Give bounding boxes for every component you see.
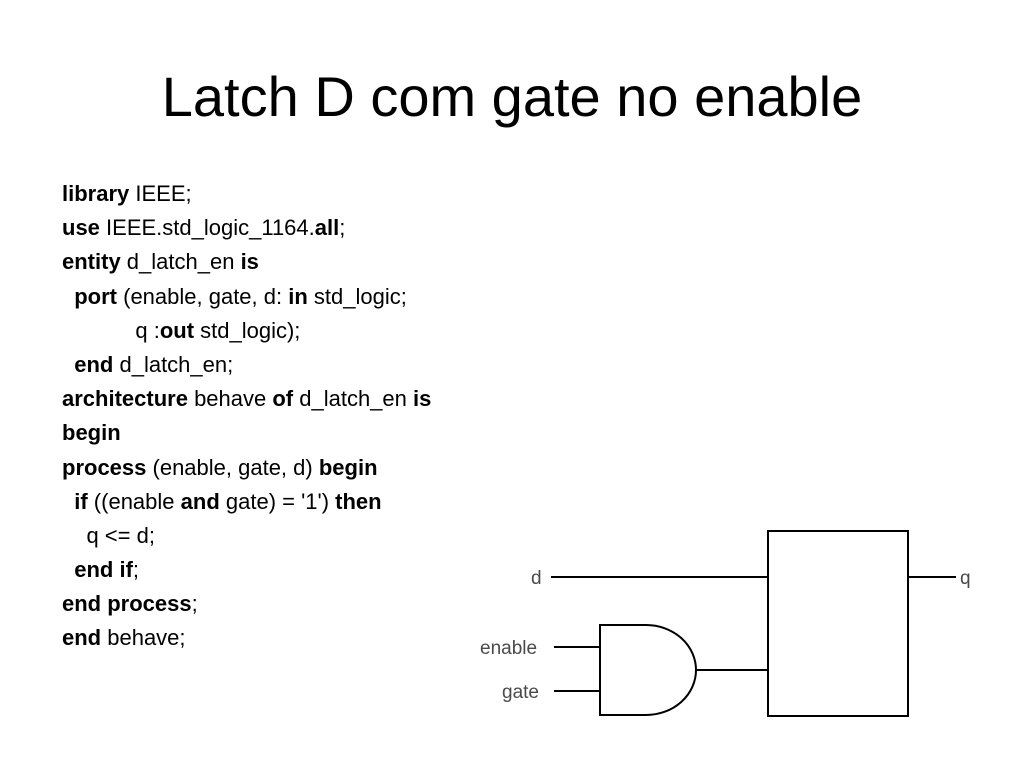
code-text: q <= d; bbox=[62, 522, 155, 548]
code-line: end process; bbox=[62, 587, 431, 621]
code-line: port (enable, gate, d: in std_logic; bbox=[62, 280, 431, 314]
code-keyword: architecture bbox=[62, 386, 188, 412]
code-line: use IEEE.std_logic_1164.all; bbox=[62, 211, 431, 245]
code-keyword: library bbox=[62, 181, 130, 206]
code-keyword: in bbox=[288, 283, 308, 309]
code-keyword: of bbox=[272, 386, 294, 412]
code-line: begin bbox=[62, 416, 431, 450]
code-keyword: process bbox=[62, 454, 147, 480]
code-keyword: is bbox=[413, 386, 432, 412]
code-keyword: out bbox=[159, 317, 195, 343]
code-text: IEEE; bbox=[129, 181, 192, 206]
code-line: q <= d; bbox=[62, 519, 431, 553]
code-keyword: end bbox=[74, 351, 114, 377]
code-keyword: end if bbox=[74, 557, 133, 583]
code-keyword: end process bbox=[62, 591, 192, 617]
code-line: q :out std_logic); bbox=[62, 314, 431, 348]
slide-title: Latch D com gate no enable bbox=[161, 65, 863, 128]
code-keyword: and bbox=[180, 488, 220, 514]
code-line: if ((enable and gate) = '1') then bbox=[62, 485, 431, 519]
code-keyword: then bbox=[335, 488, 382, 514]
enable-label: enable bbox=[480, 638, 537, 659]
gate-label: gate bbox=[502, 682, 539, 703]
code-text: ; bbox=[339, 215, 346, 241]
code-line: entity d_latch_en is bbox=[62, 245, 431, 279]
code-text: std_logic; bbox=[307, 283, 407, 309]
code-text: gate) = '1') bbox=[219, 488, 336, 514]
latch-block bbox=[767, 530, 909, 717]
code-line: library IEEE; bbox=[62, 177, 431, 211]
code-keyword: is bbox=[240, 249, 259, 275]
code-line: process (enable, gate, d) begin bbox=[62, 451, 431, 485]
code-line: architecture behave of d_latch_en is bbox=[62, 382, 431, 416]
q-label: q bbox=[960, 568, 971, 589]
code-text: d_latch_en; bbox=[113, 351, 234, 377]
code-keyword: use bbox=[62, 215, 100, 241]
code-line: end if; bbox=[62, 553, 431, 587]
code-keyword: entity bbox=[62, 249, 121, 275]
and-gate bbox=[599, 624, 697, 716]
code-line: end d_latch_en; bbox=[62, 348, 431, 382]
code-text: ((enable bbox=[87, 488, 181, 514]
code-keyword: begin bbox=[318, 454, 378, 480]
code-text: IEEE.std_logic_1164. bbox=[99, 215, 315, 241]
code-text: ; bbox=[191, 591, 198, 617]
code-keyword: begin bbox=[62, 420, 121, 446]
code-keyword: end bbox=[62, 625, 102, 651]
code-keyword: port bbox=[74, 283, 117, 309]
code-text: (enable, gate, d: bbox=[117, 283, 289, 309]
code-line: end behave; bbox=[62, 621, 431, 655]
vhdl-code-block: library IEEE;use IEEE.std_logic_1164.all… bbox=[62, 177, 431, 656]
code-text: ; bbox=[132, 557, 140, 583]
code-text: behave bbox=[187, 386, 273, 412]
code-text: (enable, gate, d) bbox=[146, 454, 319, 480]
code-text: std_logic); bbox=[194, 317, 301, 343]
d-label: d bbox=[531, 568, 542, 589]
code-text: d_latch_en bbox=[293, 386, 413, 412]
code-text: q : bbox=[62, 317, 160, 343]
code-text: behave; bbox=[101, 625, 186, 651]
code-keyword: if bbox=[74, 488, 88, 514]
code-text: d_latch_en bbox=[120, 249, 241, 275]
code-keyword: all bbox=[314, 215, 340, 241]
